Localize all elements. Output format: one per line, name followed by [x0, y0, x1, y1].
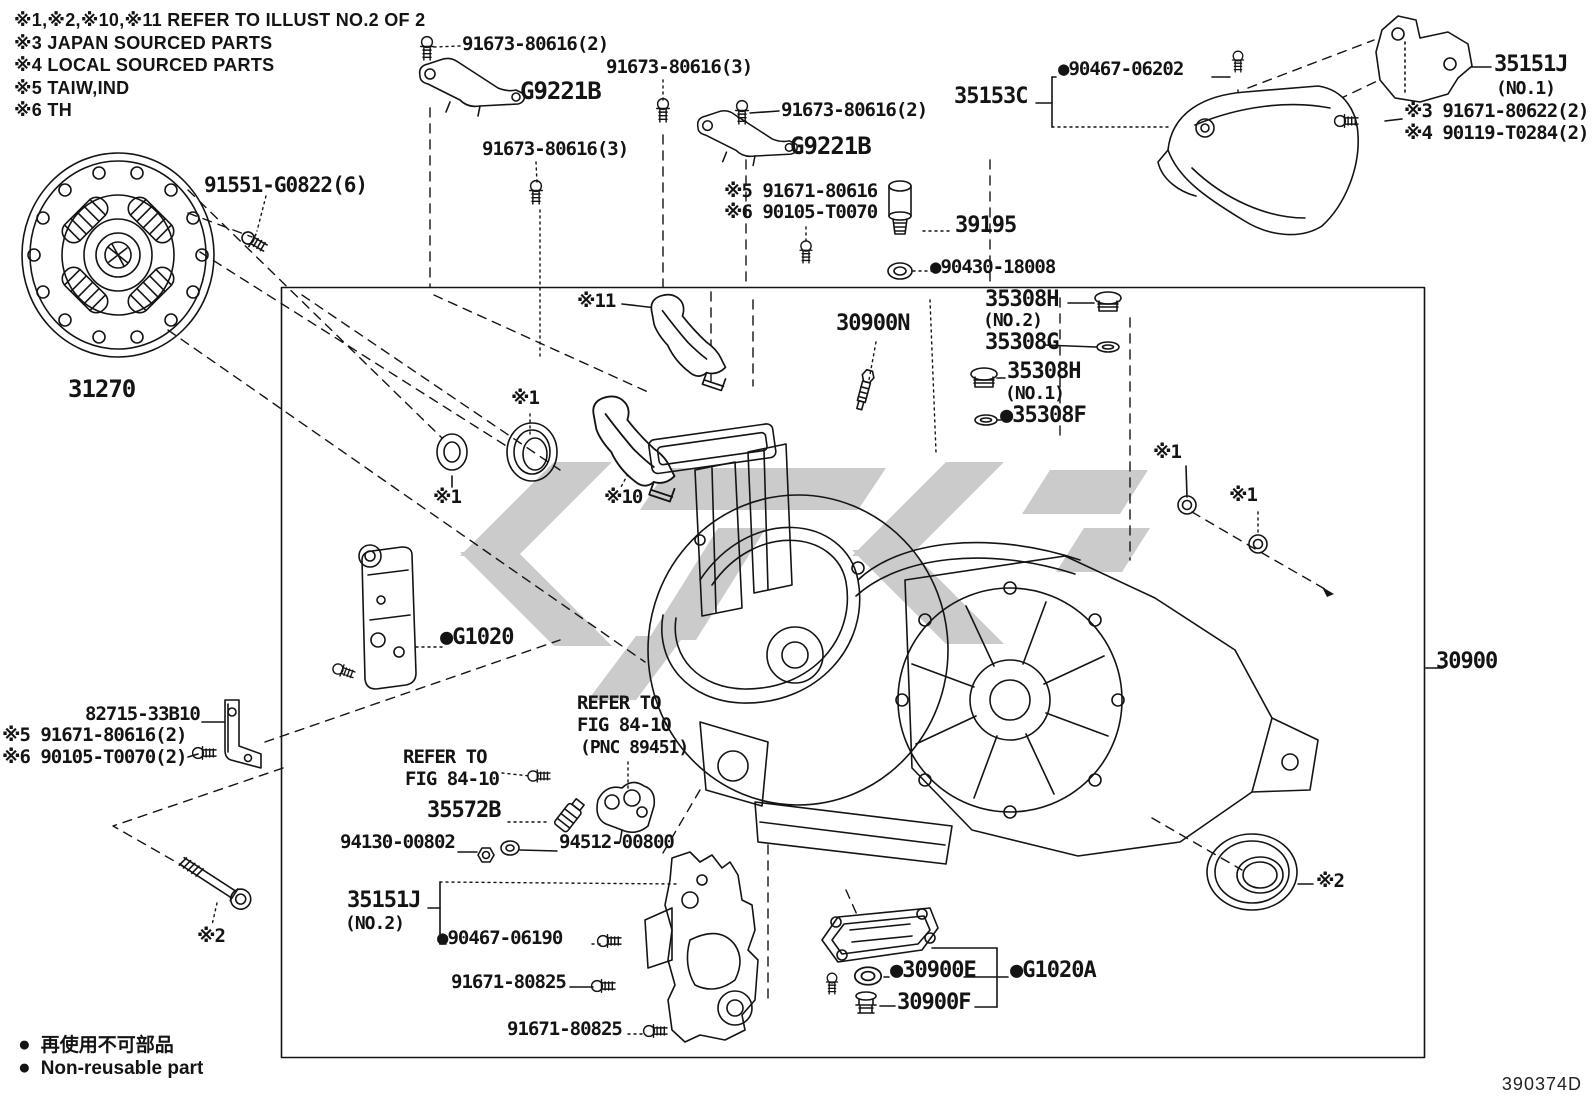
main-box-30900 — [280, 286, 1426, 1059]
label-note1-a: ※1 — [511, 387, 540, 409]
label-82715-33b10: 82715-33B10 — [85, 703, 201, 725]
label-91673-80616-3-a: 91673-80616(3) — [606, 56, 753, 78]
label-39195: 39195 — [955, 213, 1017, 238]
transaxle-30900-drawing — [647, 423, 1319, 865]
label-g9221b-a: G9221B — [520, 77, 602, 105]
label-g1020: ●G1020 — [440, 625, 514, 650]
label-note1-c: ※1 — [1153, 441, 1182, 463]
label-35151j-no1: 35151J — [1494, 52, 1568, 77]
label-30900f: 30900F — [897, 990, 971, 1015]
black-dot-icon: ● — [18, 1033, 31, 1056]
bracket-82715-drawing — [224, 699, 262, 769]
case-cover-bottom-drawing — [644, 851, 759, 1043]
label-90467-06190: ●90467-06190 — [437, 927, 563, 949]
label-35151j-no1-sub: (NO.1) — [1496, 78, 1556, 99]
label-91671-80825-a: 91671-80825 — [451, 971, 567, 993]
label-31270: 31270 — [68, 375, 136, 403]
label-35308h-no1-sub: (NO.1) — [1005, 383, 1065, 404]
label-refer-l2: FIG 84-10 — [405, 768, 500, 790]
label-35153c: 35153C — [954, 84, 1028, 109]
label-refer-l1: REFER TO — [403, 746, 488, 768]
label-90467-06202: ●90467-06202 — [1058, 58, 1184, 80]
label-35308g: 35308G — [985, 330, 1059, 355]
document-number: 390374D — [1501, 1074, 1582, 1094]
label-note4: ※4 90119-T0284(2) — [1404, 122, 1589, 144]
black-dot-icon: ● — [18, 1056, 31, 1079]
label-91551-g0822: 91551-G0822(6) — [204, 173, 368, 197]
label-note2-b: ※2 — [1316, 870, 1345, 892]
label-note10: ※10 — [604, 486, 643, 508]
label-91673-80616-2-a: 91673-80616(2) — [462, 33, 609, 55]
non-reusable-note-en: ●Non-reusable part — [18, 1056, 204, 1079]
label-refer-r1: REFER TO — [577, 692, 662, 714]
label-35572b: 35572B — [427, 798, 501, 823]
label-91673-80616-2-b: 91673-80616(2) — [781, 99, 928, 121]
non-reusable-note-jp: ●再使用不可部品 — [18, 1033, 174, 1056]
label-note6-top: ※6 90105-T0070 — [724, 201, 878, 223]
label-g1020a: ●G1020A — [1010, 958, 1097, 983]
seal-note1-small-icon — [436, 433, 468, 471]
label-35151j-no2: 35151J — [347, 888, 421, 913]
label-note3: ※3 91671-80622(2) — [1404, 100, 1589, 122]
label-refer-r3: (PNC 89451) — [580, 737, 689, 758]
plate-g1020-drawing — [358, 544, 417, 690]
label-30900e: ●30900E — [890, 958, 977, 983]
label-note6-mid: ※6 90105-T0070(2) — [2, 746, 187, 768]
label-note5-mid: ※5 91671-80616(2) — [2, 724, 187, 746]
label-note1-d: ※1 — [1229, 484, 1258, 506]
seal-note2-drawing — [1206, 833, 1298, 911]
label-94130-00802: 94130-00802 — [340, 831, 456, 853]
label-91671-80825-b: 91671-80825 — [507, 1018, 623, 1040]
label-35308h-no1: 35308H — [1007, 359, 1081, 384]
label-35308h-no2-sub: (NO.2) — [983, 310, 1043, 331]
label-90430-18008: ●90430-18008 — [930, 256, 1056, 278]
seal-note1-large-icon — [506, 422, 558, 482]
label-35308f: ●35308F — [1000, 403, 1087, 428]
nut-94130-icon — [477, 847, 495, 863]
legend-note-local: ※4 LOCAL SOURCED PARTS — [14, 55, 275, 75]
legend-note-th: ※6 TH — [14, 100, 73, 120]
valve-35572b-drawing — [553, 797, 585, 833]
cover-35153c-drawing — [1157, 85, 1359, 236]
legend-note-japan: ※3 JAPAN SOURCED PARTS — [14, 33, 273, 53]
solenoid-39195-drawing — [888, 180, 912, 235]
plug-30900f-icon — [855, 991, 877, 1014]
long-bolt-note2-drawing — [178, 856, 252, 910]
legend-note-refer: ※1,※2,※10,※11 REFER TO ILLUST NO.2 OF 2 — [14, 10, 426, 30]
washer-94512-icon — [500, 840, 520, 856]
label-g9221b-b: G9221B — [790, 132, 872, 160]
tray-drawing — [821, 907, 939, 963]
label-91673-80616-3-b: 91673-80616(3) — [482, 138, 629, 160]
label-30900n: 30900N — [836, 311, 910, 336]
label-note2-a: ※2 — [197, 925, 226, 947]
label-35308h-no2: 35308H — [985, 287, 1059, 312]
arrowhead — [1322, 587, 1334, 597]
sensor-30900n-drawing — [856, 368, 875, 411]
label-note5-top: ※5 91671-80616 — [724, 180, 878, 202]
clutch-disc-31270-drawing — [21, 152, 215, 358]
label-94512-00800: 94512-00800 — [559, 831, 675, 853]
label-refer-r2: FIG 84-10 — [577, 714, 672, 736]
label-35151j-no2-sub: (NO.2) — [345, 913, 405, 934]
construction-dashed-lines — [112, 39, 1393, 1006]
bracket-35151j-no1-drawing — [1375, 15, 1473, 103]
leader-dotted-lines — [211, 45, 1259, 1035]
label-note1-b: ※1 — [433, 486, 462, 508]
breather-pnc89451-drawing — [596, 781, 656, 843]
label-30900: 30900 — [1436, 649, 1498, 674]
label-note11: ※11 — [577, 290, 616, 312]
legend-note-taiw: ※5 TAIW,IND — [14, 78, 130, 98]
